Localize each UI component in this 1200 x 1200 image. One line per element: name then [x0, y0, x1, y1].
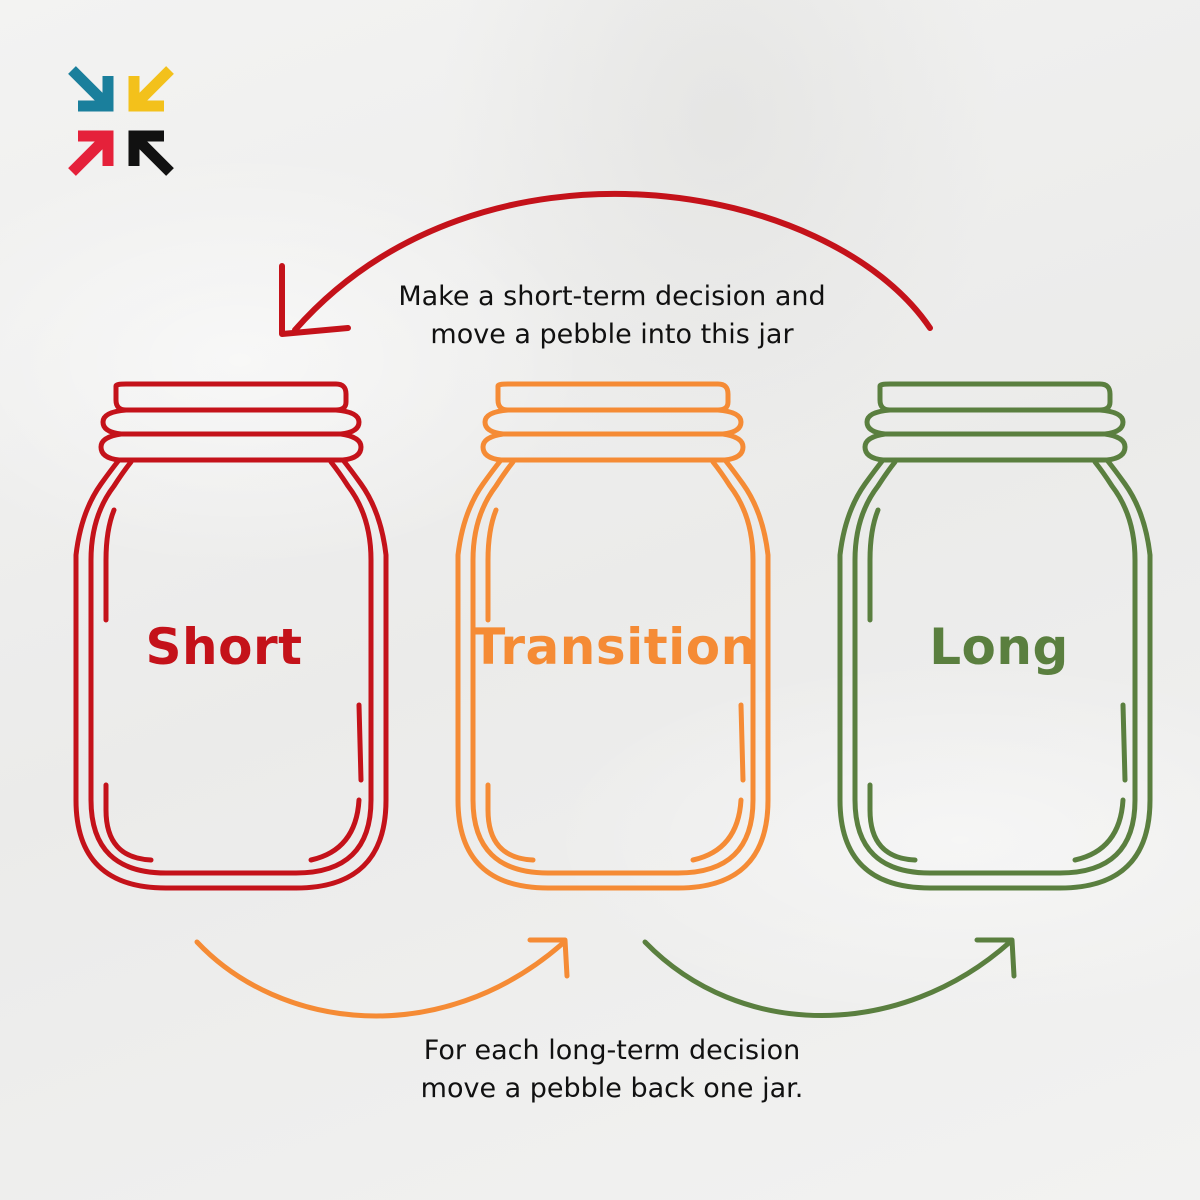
jar-long-thread-lower	[862, 431, 1128, 463]
jar-transition-highlight-left-top	[485, 507, 499, 623]
jar-short-highlight-right-bottom	[308, 797, 362, 863]
jar-short-outer-body	[73, 457, 389, 891]
jar-short-highlight-left-bottom	[103, 782, 154, 863]
jar-long-highlight-left-bottom	[867, 782, 918, 863]
jar-transition-highlight-left-bottom	[485, 782, 536, 863]
top-caption: Make a short-term decision and move a pe…	[312, 278, 912, 354]
jar-transition-lid-band	[495, 381, 731, 413]
jar-label-short: Short	[145, 618, 303, 676]
jar-short-highlight-right-top	[356, 702, 364, 783]
bottom-caption-line1: For each long-term decision	[423, 1035, 801, 1066]
bottom-caption: For each long-term decision move a pebbl…	[312, 1032, 912, 1108]
jar-label-long: Long	[929, 618, 1069, 676]
jar-transition-thread-upper	[482, 407, 744, 437]
compass-arrows-logo	[68, 66, 174, 176]
logo-yellow-arrow	[128, 66, 174, 112]
jar-long-lid-band	[877, 381, 1113, 413]
jar-short-lid-band	[113, 381, 349, 413]
jar-transition-highlight-right-bottom	[690, 797, 744, 863]
jar-transition-outer-body	[455, 457, 771, 891]
jar-short	[73, 381, 389, 891]
jar-transition-thread-lower	[480, 431, 746, 463]
jar-transition	[455, 381, 771, 891]
jar-long-thread-upper	[864, 407, 1126, 437]
jar-long-inner-body	[852, 459, 1138, 876]
jar-short-inner-body	[88, 459, 374, 876]
bottom-caption-line2: move a pebble back one jar.	[420, 1073, 804, 1104]
logo-teal-arrow	[68, 66, 114, 112]
arrow-short-to-transition	[194, 937, 570, 1019]
jar-short-thread-lower	[98, 431, 364, 463]
jar-long-highlight-right-bottom	[1072, 797, 1126, 863]
jar-label-transition: Transition	[471, 618, 757, 676]
jar-transition-highlight-right-top	[738, 702, 746, 783]
jar-short-thread-upper	[100, 407, 362, 437]
logo-red-arrow	[68, 130, 114, 176]
top-return-arrow	[279, 190, 933, 337]
jar-long	[837, 381, 1153, 891]
jar-short-highlight-left-top	[103, 507, 117, 623]
jar-long-highlight-left-top	[867, 507, 881, 623]
jar-transition-inner-body	[470, 459, 756, 876]
arrow-transition-to-long	[642, 937, 1017, 1018]
jar-long-outer-body	[837, 457, 1153, 891]
top-caption-line1: Make a short-term decision and	[398, 281, 826, 312]
logo-black-arrow	[128, 130, 174, 176]
jar-long-highlight-right-top	[1120, 702, 1128, 783]
top-caption-line2: move a pebble into this jar	[430, 319, 794, 350]
